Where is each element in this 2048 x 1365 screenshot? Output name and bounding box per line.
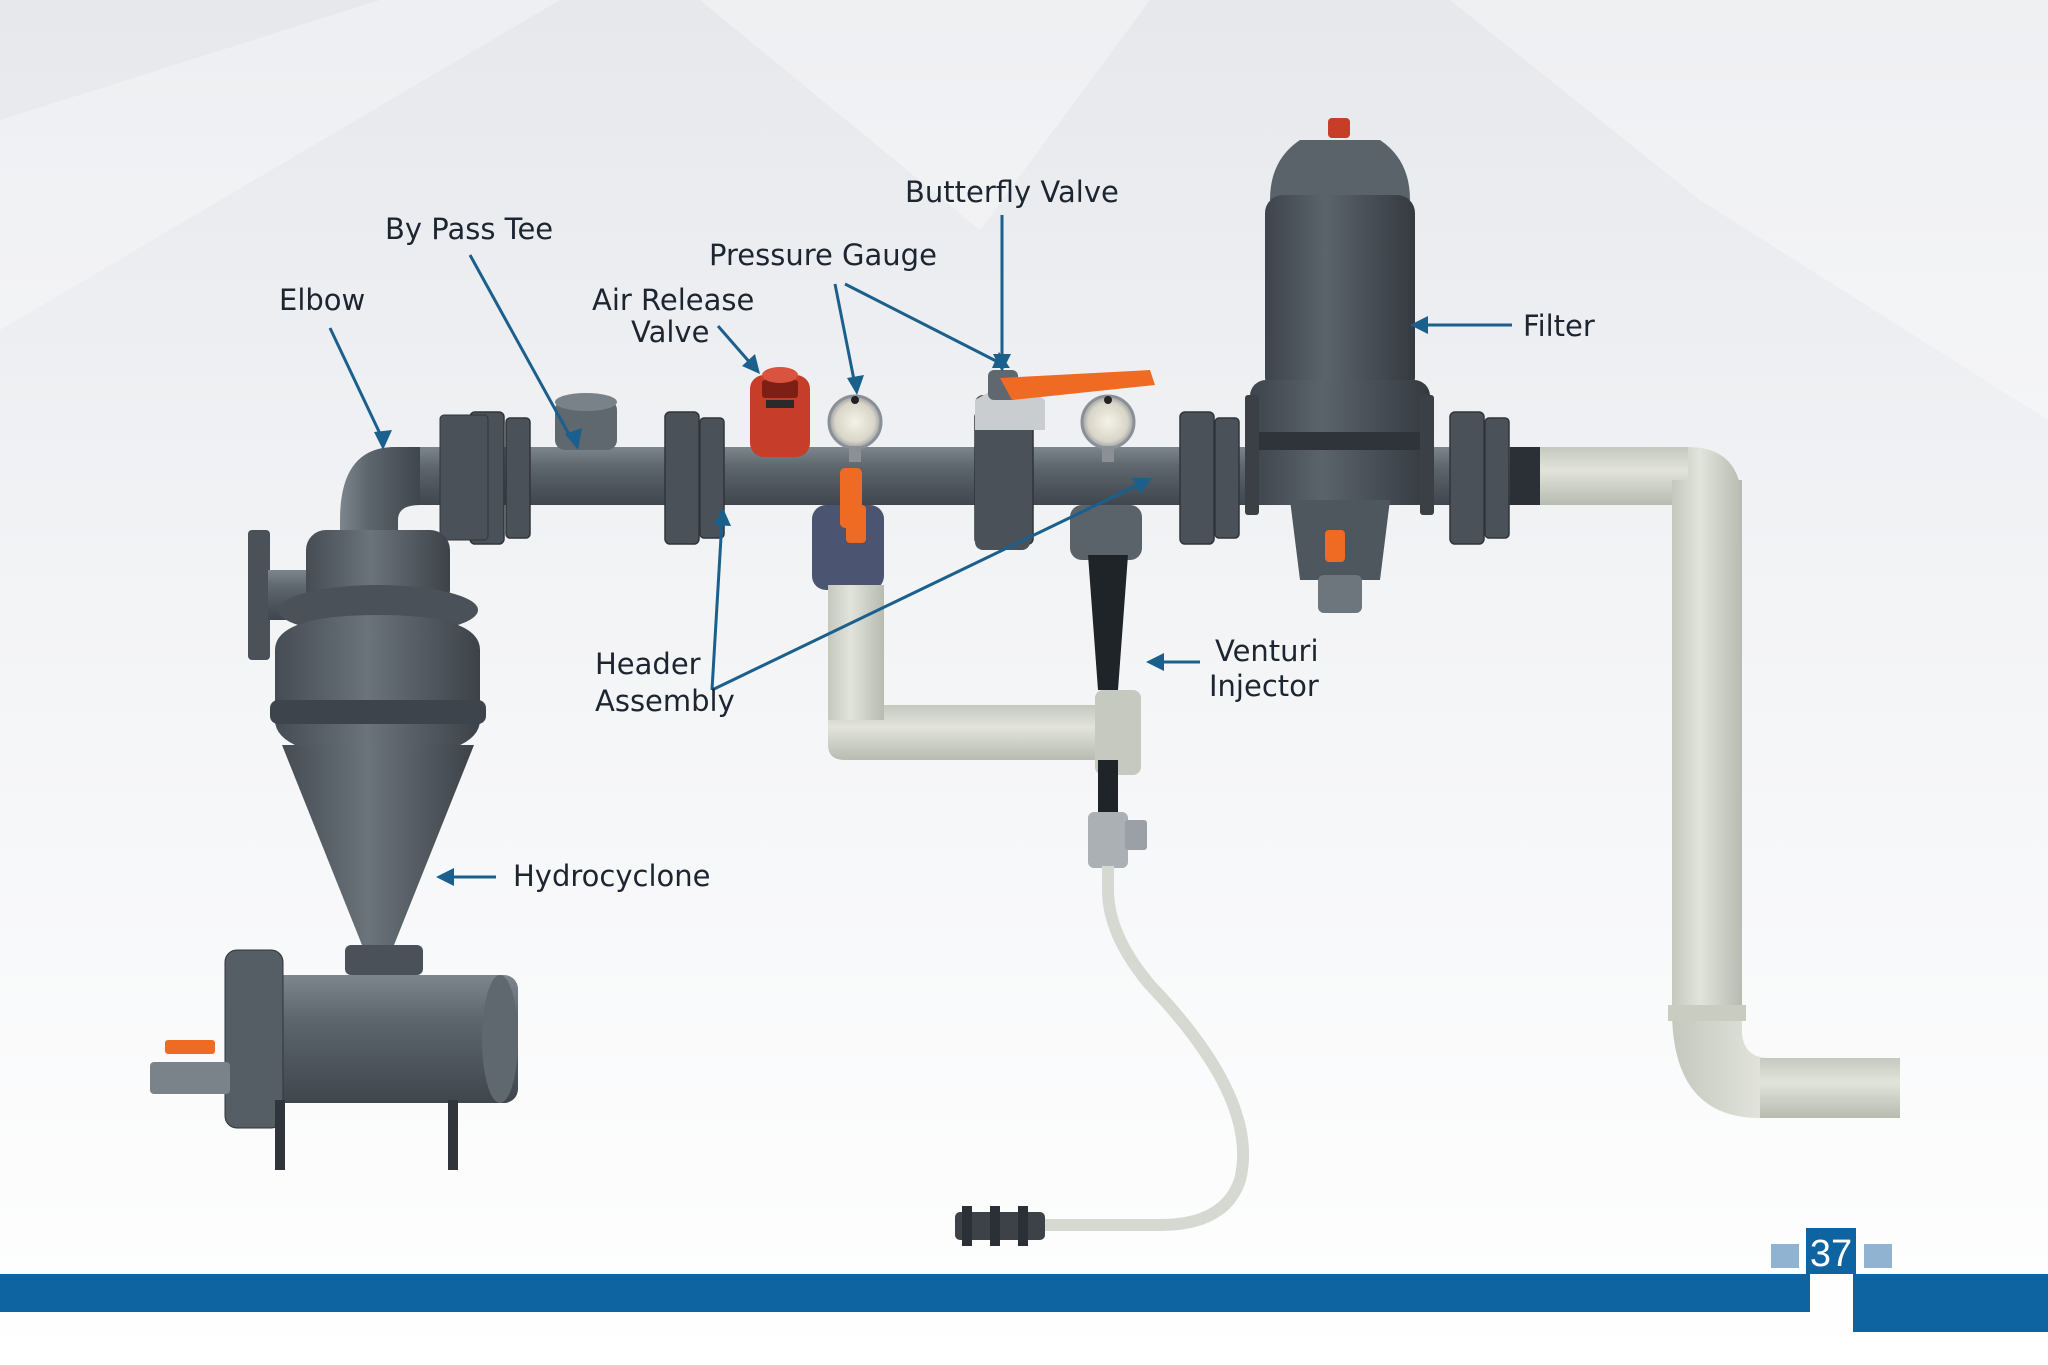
bypass-pvc-loop: [828, 585, 1141, 775]
label-venturi-line1: Venturi: [1215, 634, 1319, 668]
page-marker-right: [1864, 1244, 1892, 1268]
label-air-release-line1: Air Release: [592, 283, 754, 317]
label-air-release-line2: Valve: [631, 315, 709, 349]
callout-labels: Elbow By Pass Tee Air Release Valve Pres…: [279, 175, 1595, 893]
page-number: 37: [1810, 1233, 1852, 1275]
header-arrowhead-right: [1132, 478, 1152, 494]
label-hydrocyclone: Hydrocyclone: [513, 859, 710, 893]
label-venturi-line2: Injector: [1209, 669, 1319, 703]
pressure-gauge-left: [827, 394, 883, 462]
butterfly-arrowhead: [993, 354, 1011, 372]
background-facet: [700, 0, 1150, 230]
background-facet: [0, 0, 560, 330]
hydrocyclone-arrowhead: [436, 868, 454, 886]
sediment-collector: [150, 949, 518, 1170]
gauge-left-arrowhead: [847, 375, 864, 395]
footer: 37: [0, 1228, 2048, 1332]
label-pressure-gauge: Pressure Gauge: [709, 238, 937, 272]
venturi-injector: [1070, 505, 1147, 868]
label-header-line2: Assembly: [595, 684, 735, 718]
hydrocyclone: [248, 530, 486, 975]
header-arrow-line-left: [710, 519, 724, 691]
bypass-tee-arrowhead: [565, 428, 582, 450]
suction-hose: [1040, 866, 1249, 1231]
venturi-arrowhead: [1146, 653, 1164, 671]
page-number-box: [1806, 1228, 1856, 1274]
header-arrow-line-right: [711, 481, 1143, 692]
bypass-tee-arrow-line: [468, 254, 574, 441]
outlet-pvc-pipe: [1510, 447, 1900, 1118]
air-release-arrow-line: [716, 325, 754, 366]
gauge-right-arrow-line: [844, 282, 1001, 365]
bypass-ball-valve: [812, 468, 884, 590]
elbow: [340, 414, 489, 541]
butterfly-valve: [975, 370, 1155, 550]
label-bypass-tee: By Pass Tee: [385, 212, 553, 246]
filter-arrowhead: [1410, 316, 1428, 334]
bypass-tee: [555, 393, 617, 450]
label-butterfly-valve: Butterfly Valve: [905, 175, 1119, 209]
air-release-arrowhead: [742, 354, 760, 374]
background-facet: [1450, 0, 2048, 420]
elbow-arrow-line: [328, 327, 385, 441]
callout-arrows: [328, 215, 1512, 886]
header-arrowhead-left: [713, 508, 731, 526]
label-header-line1: Header: [595, 647, 701, 681]
footer-bar-left: [0, 1274, 1810, 1312]
pressure-gauge-right: [1080, 394, 1136, 462]
page-marker-left: [1771, 1244, 1799, 1268]
air-release-valve: [750, 367, 810, 457]
disc-filter: [1245, 118, 1434, 613]
gauge-left-arrow-line: [833, 283, 857, 386]
label-filter: Filter: [1523, 309, 1595, 343]
suction-strainer: [955, 1206, 1045, 1246]
footer-bar-right: [1853, 1274, 2048, 1332]
label-elbow: Elbow: [279, 283, 365, 317]
elbow-arrowhead: [374, 430, 392, 450]
